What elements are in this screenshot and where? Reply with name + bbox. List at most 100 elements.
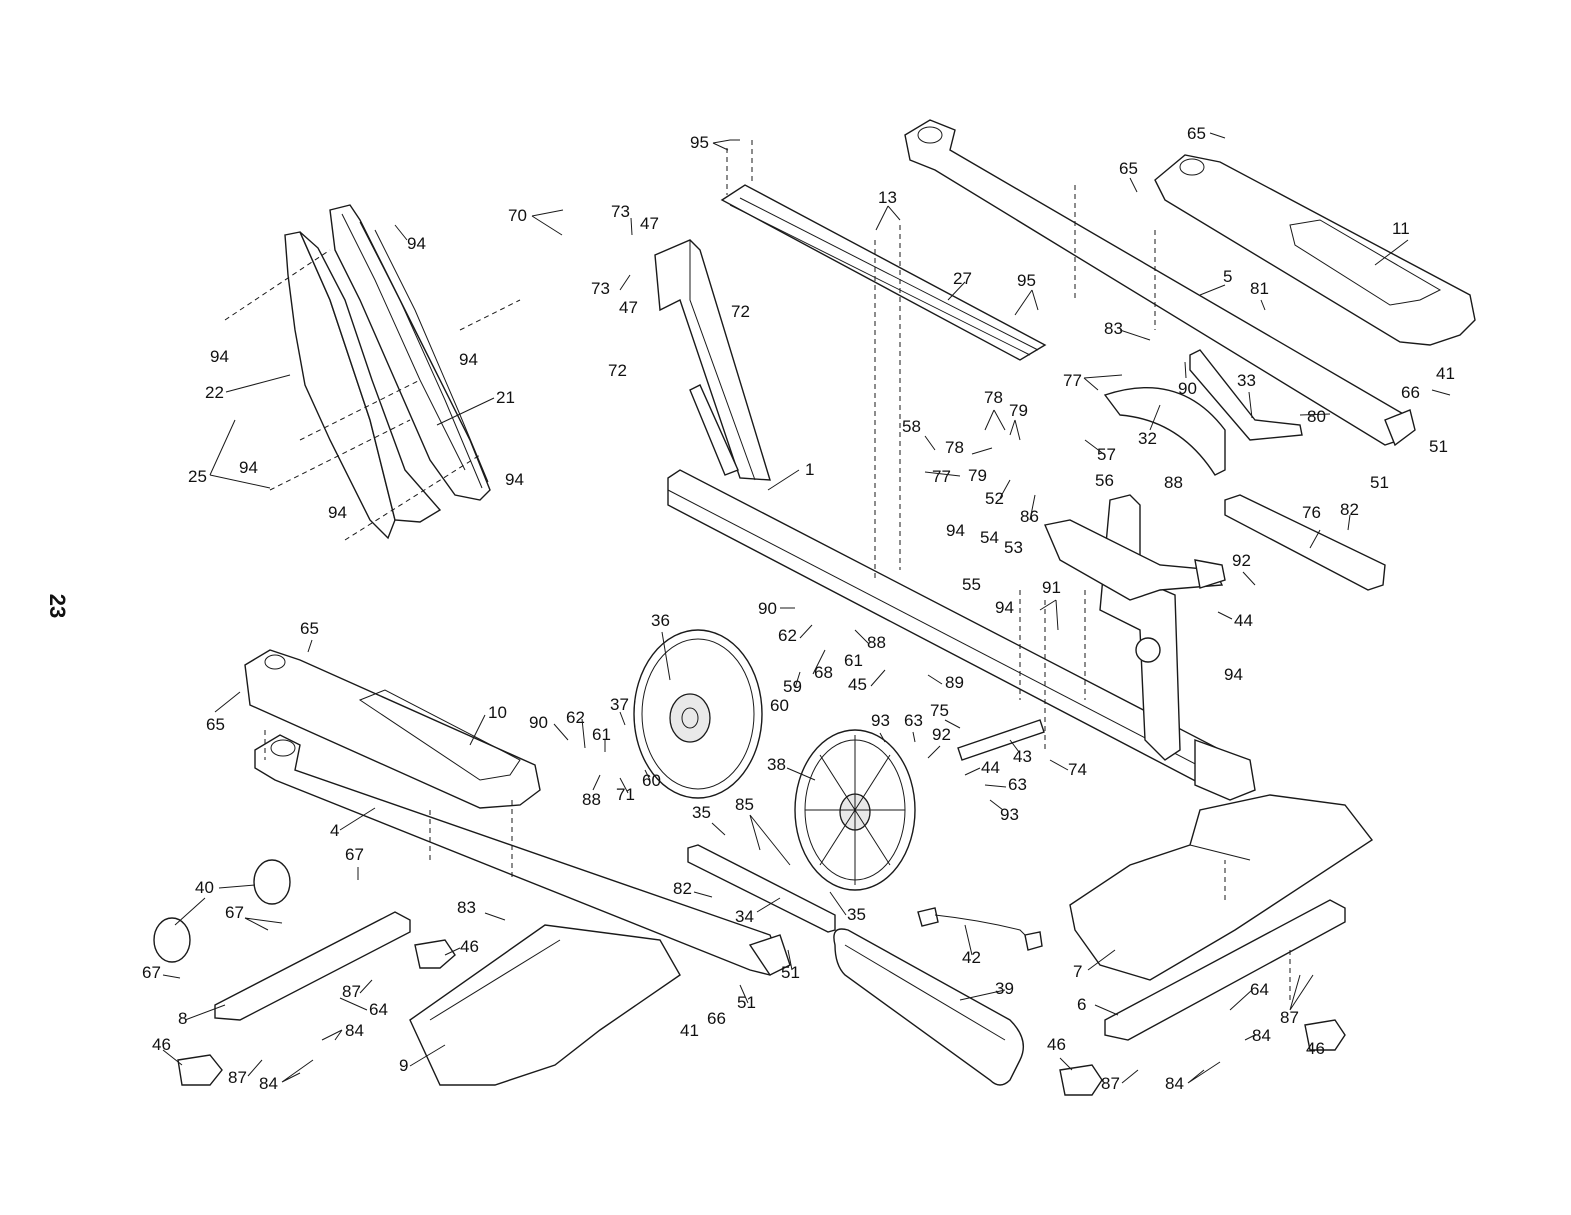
callout-88: 88 [582,790,601,809]
callout-38: 38 [767,755,786,774]
callout-56: 56 [1095,471,1114,490]
callout-65: 65 [1119,159,1138,178]
callout-74: 74 [1068,760,1087,779]
callout-37: 37 [610,695,629,714]
flywheel-36 [633,629,763,799]
callout-44: 44 [981,758,1000,777]
callout-51: 51 [781,963,800,982]
callout-51: 51 [737,993,756,1012]
callout-78: 78 [984,388,1003,407]
callout-46: 46 [1306,1039,1325,1058]
left-pedal-10 [244,649,541,809]
callout-51: 51 [1370,473,1389,492]
page-number: 23 [45,594,70,618]
callout-25: 25 [188,467,207,486]
callout-55: 55 [962,575,981,594]
callout-84: 84 [259,1074,278,1093]
callout-77: 77 [932,467,951,486]
callout-78: 78 [945,438,964,457]
callout-62: 62 [778,626,797,645]
left-pedal-arm-4 [254,734,791,976]
callout-94: 94 [328,503,347,522]
callout-80: 80 [1307,407,1326,426]
callout-79: 79 [1009,401,1028,420]
callout-76: 76 [1302,503,1321,522]
callout-90: 90 [529,713,548,732]
callout-5: 5 [1223,267,1232,286]
callout-84: 84 [1165,1074,1184,1093]
callout-42: 42 [962,948,981,967]
callout-94: 94 [946,521,965,540]
callout-94: 94 [1224,665,1243,684]
callout-88: 88 [1164,473,1183,492]
callout-41: 41 [680,1021,699,1040]
crank-and-bracket [1103,349,1303,476]
callout-86: 86 [1020,507,1039,526]
callout-82: 82 [673,879,692,898]
callout-59: 59 [783,677,802,696]
callout-40: 40 [195,878,214,897]
pedal-11 [1154,154,1476,346]
bracket-34 [687,844,836,933]
callout-70: 70 [508,206,527,225]
leader-lines [162,132,1451,1084]
callout-89: 89 [945,673,964,692]
callout-94: 94 [995,598,1014,617]
callout-43: 43 [1013,747,1032,766]
callout-35: 35 [847,905,866,924]
callout-81: 81 [1250,279,1269,298]
callout-67: 67 [225,903,244,922]
callout-62: 62 [566,708,585,727]
callout-52: 52 [985,489,1004,508]
shroud-9 [409,924,681,1086]
callout-44: 44 [1234,611,1253,630]
callout-92: 92 [1232,551,1251,570]
front-base-8 [153,859,456,1086]
callout-60: 60 [642,771,661,790]
callout-1: 1 [805,460,814,479]
callout-47: 47 [619,298,638,317]
callout-41: 41 [1436,364,1455,383]
callout-94: 94 [239,458,258,477]
callout-91: 91 [1042,578,1061,597]
callout-75: 75 [930,701,949,720]
callout-layer: 95 13 65 65 70 73 47 73 47 72 72 27 95 1… [142,124,1455,1093]
callout-73: 73 [611,202,630,221]
callout-71: 71 [616,785,635,804]
callout-94: 94 [407,234,426,253]
callout-22: 22 [205,383,224,402]
callout-36: 36 [651,611,670,630]
callout-27: 27 [953,269,972,288]
callout-10: 10 [488,703,507,722]
callout-65: 65 [300,619,319,638]
callout-87: 87 [342,982,361,1001]
callout-63: 63 [1008,775,1027,794]
callout-54: 54 [980,528,999,547]
callout-65: 65 [206,715,225,734]
callout-95: 95 [690,133,709,152]
callout-60: 60 [770,696,789,715]
belt-39 [833,928,1024,1086]
callout-7: 7 [1073,962,1082,981]
callout-83: 83 [457,898,476,917]
rear-cover-7 [1069,794,1374,981]
callout-93: 93 [1000,805,1019,824]
callout-46: 46 [152,1035,171,1054]
callout-13: 13 [878,188,897,207]
callout-64: 64 [369,1000,388,1019]
callout-8: 8 [178,1009,187,1028]
callout-46: 46 [1047,1035,1066,1054]
callout-58: 58 [902,417,921,436]
upright-cover-assembly [284,204,491,540]
axle-76 [1224,494,1386,591]
callout-65: 65 [1187,124,1206,143]
callout-32: 32 [1138,429,1157,448]
callout-66: 66 [1401,383,1420,402]
callout-35: 35 [692,803,711,822]
callout-53: 53 [1004,538,1023,557]
callout-88: 88 [867,633,886,652]
callout-92: 92 [932,725,951,744]
callout-21: 21 [496,388,515,407]
callout-72: 72 [731,302,750,321]
callout-85: 85 [735,795,754,814]
